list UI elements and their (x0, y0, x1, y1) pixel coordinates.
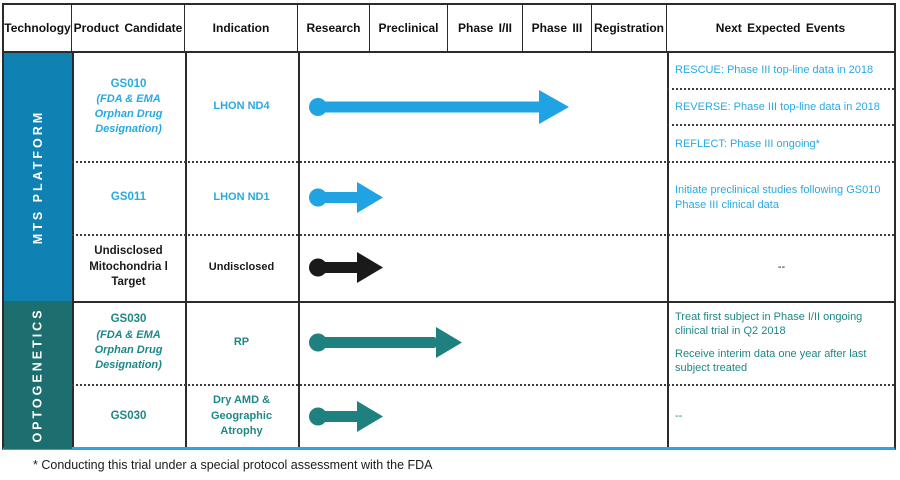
indication-label: Undisclosed (208, 260, 275, 273)
grid-vline (185, 53, 187, 447)
indication-cell: RP (185, 301, 298, 384)
product-cell-gs030-rp: GS030 (FDA & EMA Orphan Drug Designation… (72, 301, 185, 384)
event-line: REVERSE: Phase III top-line data in 2018 (667, 90, 894, 127)
product-name: Undisclosed Mitochondria l Target (89, 245, 168, 289)
technology-label: OPTOGENETICS (31, 307, 45, 443)
product-name: GS030 (110, 313, 147, 326)
indication-cell: Undisclosed (185, 234, 298, 301)
timeline-cell-gs030-rp (298, 301, 667, 384)
col-header-phase-3: Phase III (523, 5, 592, 53)
orphan-designation: (FDA & EMA Orphan Drug Designation) (94, 328, 163, 371)
indication-label: Dry AMD & Geographic Atrophy (210, 394, 273, 438)
col-header-registration: Registration (592, 5, 667, 53)
grid-vline (72, 53, 74, 447)
phase-arrow-gs011-research (309, 182, 383, 213)
events-cell-undisclosed: -- (667, 234, 894, 301)
events-cell-gs030-rp: Treat first subject in Phase I/II ongoin… (667, 301, 894, 384)
indication-label: LHON ND4 (213, 100, 270, 113)
event-line: Treat first subject in Phase I/II ongoin… (675, 310, 863, 338)
section-separator (4, 301, 894, 303)
col-header-phase-1-2: Phase I/II (448, 5, 523, 53)
grid-vline (667, 53, 669, 447)
product-cell-gs030-amd: GS030 (72, 384, 185, 449)
event-line: -- (777, 261, 786, 274)
event-line: RESCUE: Phase III top-line data in 2018 (667, 53, 894, 90)
events-cell-gs030-amd: -- (667, 384, 894, 449)
timeline-cell-gs010 (298, 53, 667, 161)
indication-label: RP (233, 335, 250, 348)
col-header-indication: Indication (185, 5, 298, 53)
orphan-designation: (FDA & EMA Orphan Drug Designation) (94, 93, 163, 136)
indication-cell: Dry AMD & Geographic Atrophy (185, 384, 298, 449)
pipeline-table: Technology Product Candidate Indication … (2, 3, 896, 450)
col-header-product-candidate: Product Candidate (72, 5, 185, 53)
event-line: Receive interim data one year after last… (675, 347, 867, 374)
indication-label: LHON ND1 (213, 190, 270, 203)
indication-cell: LHON ND1 (185, 161, 298, 234)
events-cell-gs011: Initiate preclinical studies following G… (667, 161, 894, 234)
footnote: * Conducting this trial under a special … (33, 458, 433, 472)
product-name: GS010 (110, 77, 147, 90)
technology-label: MTS PLATFORM (31, 109, 45, 245)
event-line: REFLECT: Phase III ongoing* (675, 137, 820, 150)
row-separator-dotted (72, 234, 894, 236)
phase-arrow-gs030-amd-research (309, 401, 383, 432)
product-cell-gs010: GS010 (FDA & EMA Orphan Drug Designation… (72, 53, 185, 161)
row-separator-dotted (72, 384, 894, 386)
timeline-cell-undisclosed (298, 234, 667, 301)
event-line: Initiate preclinical studies following G… (675, 184, 881, 211)
row-separator-dotted (72, 161, 894, 163)
phase-arrow-gs030-to-phase1-2 (309, 327, 462, 358)
col-header-technology: Technology (4, 5, 72, 53)
product-cell-undisclosed: Undisclosed Mitochondria l Target (72, 234, 185, 301)
col-header-next-expected-events: Next Expected Events (667, 5, 894, 53)
phase-arrow-undisclosed-research (309, 252, 383, 283)
product-cell-gs011: GS011 (72, 161, 185, 234)
technology-cell-mts-platform: MTS PLATFORM (4, 53, 72, 301)
col-header-preclinical: Preclinical (370, 5, 448, 53)
product-name: GS011 (110, 190, 147, 203)
event-line: -- (675, 410, 683, 423)
indication-cell: LHON ND4 (185, 53, 298, 161)
phase-arrow-gs010-to-phase3 (309, 90, 569, 124)
events-cell-gs010: RESCUE: Phase III top-line data in 2018 … (667, 53, 894, 161)
timeline-cell-gs030-amd (298, 384, 667, 449)
timeline-cell-gs011 (298, 161, 667, 234)
product-name: GS030 (110, 409, 147, 422)
technology-cell-optogenetics: OPTOGENETICS (4, 301, 72, 449)
grid-vline (298, 53, 300, 447)
col-header-research: Research (298, 5, 370, 53)
